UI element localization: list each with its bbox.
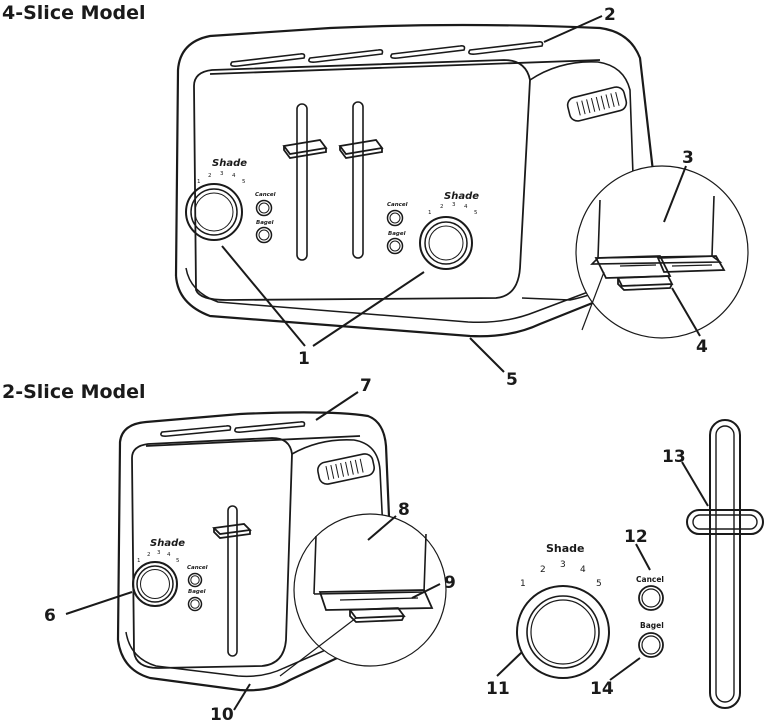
four-slice-top-edge — [209, 59, 601, 75]
svg-text:5: 5 — [242, 179, 246, 185]
four-slice-shade-knob-right[interactable] — [419, 216, 473, 270]
four-slice-crumb-tray-detail — [575, 165, 749, 339]
svg-text:4: 4 — [167, 552, 171, 558]
four-slice-toaster: Shade 1 2 3 4 5 Cancel Bagel Cancel Bage… — [174, 23, 749, 339]
detail-leader-lines — [496, 461, 709, 681]
two-slice-bagel-label: Bagel — [188, 589, 206, 595]
svg-text:4: 4 — [232, 173, 236, 179]
two-slice-front-panel — [131, 437, 293, 669]
two-slice-leader-lines — [65, 391, 441, 711]
svg-text:2: 2 — [147, 552, 151, 558]
callout-10: 10 — [210, 705, 234, 725]
four-slice-base — [174, 275, 611, 338]
enlarged-bagel-button[interactable] — [638, 632, 664, 658]
callout-4: 4 — [696, 337, 708, 357]
enlarged-shade-label: Shade — [546, 542, 585, 555]
enlarged-lever-handle[interactable] — [686, 509, 764, 535]
four-slice-title: 4-Slice Model — [2, 2, 146, 24]
svg-text:5: 5 — [176, 558, 180, 564]
two-slice-lever[interactable] — [212, 523, 252, 535]
callout-11: 11 — [486, 679, 510, 699]
svg-text:2: 2 — [540, 565, 546, 575]
svg-text:5: 5 — [596, 579, 602, 589]
callout-6: 6 — [44, 606, 56, 626]
four-slice-body-outline — [174, 23, 656, 280]
four-slice-bagel-button-left[interactable] — [255, 226, 273, 244]
enlarged-shade-dial: Shade 1 2 3 4 5 — [516, 542, 610, 679]
four-slice-cancel-button-left[interactable] — [255, 199, 273, 217]
four-slice-cancel-label-left: Cancel — [255, 192, 276, 198]
four-slice-cancel-label-right: Cancel — [387, 202, 408, 208]
four-slice-lever-slot-left — [296, 103, 308, 261]
enlarged-buttons: Cancel Bagel — [636, 575, 664, 658]
four-slice-side-vent — [566, 86, 628, 122]
two-slice-body-outline — [116, 411, 392, 641]
four-slice-cancel-button-right[interactable] — [386, 209, 404, 227]
callout-1: 1 — [298, 349, 310, 369]
two-slice-toaster: Shade 1 2 3 4 5 Cancel Bagel — [116, 411, 447, 692]
two-slice-base — [116, 639, 351, 692]
two-slice-lever-slot — [227, 505, 238, 657]
callout-8: 8 — [398, 500, 410, 520]
svg-text:5: 5 — [474, 210, 478, 216]
callout-5: 5 — [506, 370, 518, 390]
svg-text:3: 3 — [157, 550, 161, 556]
callout-2: 2 — [604, 5, 616, 25]
svg-text:3: 3 — [220, 171, 224, 177]
two-slice-side-vent — [317, 453, 375, 485]
svg-text:3: 3 — [560, 560, 566, 570]
enlarged-cancel-label: Cancel — [636, 575, 664, 584]
two-slice-bread-slots — [160, 421, 306, 437]
four-slice-shade-label-right: Shade — [444, 191, 479, 202]
four-slice-bagel-label-right: Bagel — [388, 231, 406, 237]
four-slice-lever-right[interactable] — [338, 139, 384, 155]
two-slice-crumb-tray-detail — [293, 513, 447, 667]
callout-3: 3 — [682, 148, 694, 168]
four-slice-leader-lines — [221, 15, 701, 373]
svg-text:2: 2 — [440, 204, 444, 210]
callout-12: 12 — [624, 527, 648, 547]
two-slice-title: 2-Slice Model — [2, 381, 146, 403]
two-slice-shade-knob[interactable] — [132, 561, 178, 607]
enlarged-cancel-button[interactable] — [638, 585, 664, 611]
four-slice-lever-slot-right — [352, 101, 364, 259]
two-slice-shade-label: Shade — [150, 538, 185, 549]
four-slice-bagel-label-left: Bagel — [256, 220, 274, 226]
enlarged-bagel-label: Bagel — [640, 621, 664, 630]
svg-text:1: 1 — [137, 558, 141, 564]
enlarged-lever-slot — [709, 419, 741, 709]
two-slice-cancel-button[interactable] — [187, 572, 203, 588]
callout-14: 14 — [590, 679, 614, 699]
svg-text:2: 2 — [208, 173, 212, 179]
callout-7: 7 — [360, 376, 372, 396]
svg-text:1: 1 — [197, 179, 201, 185]
four-slice-bagel-button-right[interactable] — [386, 237, 404, 255]
two-slice-cancel-label: Cancel — [187, 565, 208, 571]
four-slice-bread-slots — [230, 41, 544, 67]
four-slice-base-line — [185, 267, 605, 324]
four-slice-shade-knob-left[interactable] — [185, 183, 243, 241]
enlarged-shade-knob[interactable] — [516, 585, 610, 679]
callout-9: 9 — [444, 573, 456, 593]
four-slice-lever-left[interactable] — [282, 139, 328, 155]
svg-text:1: 1 — [428, 210, 432, 216]
four-slice-shade-label-left: Shade — [212, 158, 247, 169]
svg-text:4: 4 — [464, 204, 468, 210]
callout-13: 13 — [662, 447, 686, 467]
svg-text:3: 3 — [452, 202, 456, 208]
svg-text:1: 1 — [520, 579, 526, 589]
enlarged-lever — [686, 419, 764, 709]
two-slice-bagel-button[interactable] — [187, 596, 203, 612]
svg-text:4: 4 — [580, 565, 586, 575]
